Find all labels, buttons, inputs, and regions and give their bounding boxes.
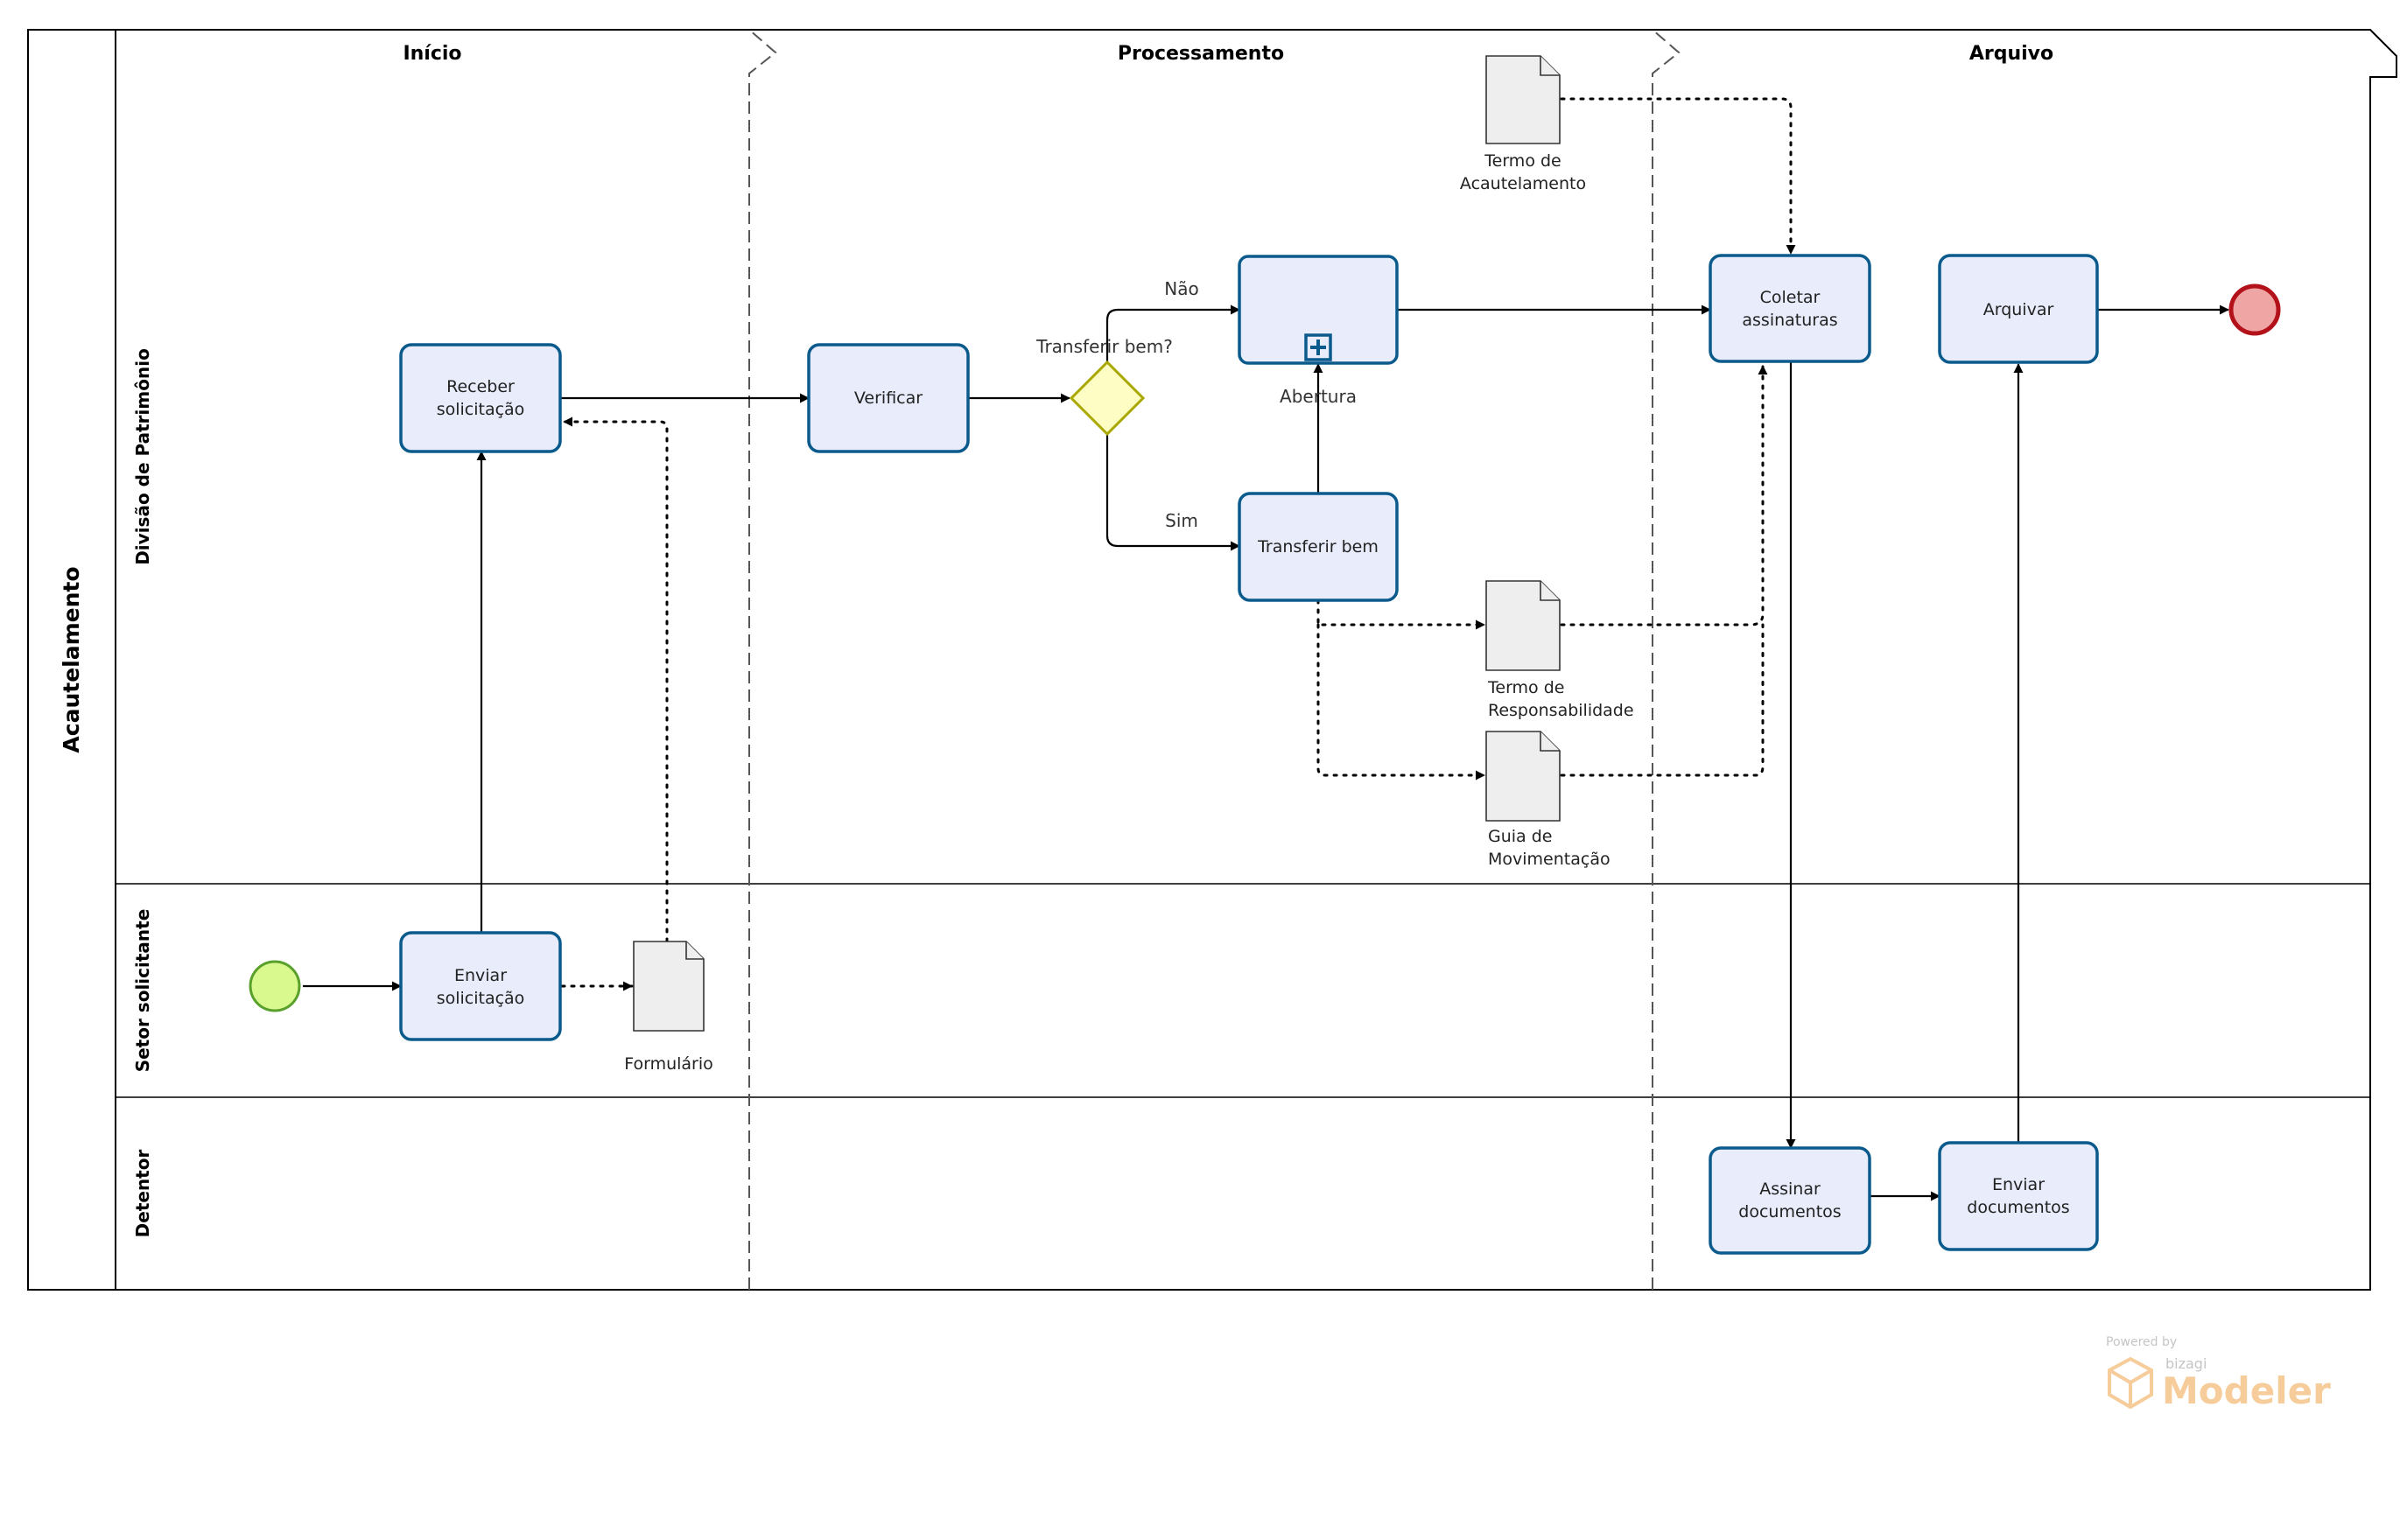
task-transferir-bem[interactable]: Transferir bem	[1238, 492, 1399, 602]
assoc-transferir-termo-responsabilidade	[1316, 598, 1486, 630]
end-event[interactable]	[2228, 284, 2281, 336]
phase-label-arquivo: Arquivo	[1969, 43, 2053, 65]
task-receber-line2: solicitação	[437, 400, 525, 419]
lanes: Divisão de Patrimônio Setor solicitante …	[116, 348, 2370, 1237]
lane-label-detentor: Detentor	[132, 1150, 153, 1238]
phases: Início Processamento Arquivo	[403, 29, 2053, 1290]
document-formulario[interactable]	[633, 941, 705, 1032]
task-assinar-documentos[interactable]: Assinar documentos	[1709, 1146, 1871, 1255]
task-arquivar[interactable]: Arquivar	[1938, 254, 2099, 364]
document-termo-acautelamento[interactable]	[1485, 55, 1561, 144]
task-enviar-solicitacao[interactable]: Enviar solicitação	[399, 931, 562, 1041]
task-receber-solicitacao[interactable]: Receber solicitação	[399, 343, 562, 453]
lane-label-setor: Setor solicitante	[132, 909, 153, 1073]
document-termo-responsabilidade-line1: Termo de	[1487, 678, 1564, 697]
task-enviar-docs-line2: documentos	[1967, 1198, 2069, 1217]
document-guia-movimentacao[interactable]	[1485, 731, 1561, 822]
assoc-transferir-guia	[1316, 623, 1486, 780]
document-guia-line1: Guia de	[1488, 827, 1552, 846]
task-coletar-line1: Coletar	[1760, 288, 1821, 307]
task-arquivar-label: Arquivar	[1983, 300, 2054, 319]
task-verificar[interactable]: Verificar	[807, 343, 970, 453]
task-coletar-assinaturas[interactable]: Coletar assinaturas	[1709, 254, 1871, 363]
task-assinar-line1: Assinar	[1759, 1180, 1821, 1199]
bizagi-logo-icon	[2108, 1356, 2153, 1410]
watermark-product: Modeler	[2162, 1369, 2331, 1412]
sequence-flows	[303, 304, 2229, 1201]
task-enviar-documentos[interactable]: Enviar documentos	[1938, 1141, 2099, 1251]
document-termo-acautelamento-line1: Termo de	[1484, 151, 1561, 171]
gateway-no-label: Não	[1164, 278, 1198, 299]
task-verificar-label: Verificar	[854, 388, 923, 408]
task-enviar-docs-line1: Enviar	[1992, 1175, 2045, 1194]
start-event[interactable]	[249, 960, 301, 1012]
watermark-powered: Powered by	[2106, 1335, 2177, 1349]
lane-label-patrimonio: Divisão de Patrimônio	[132, 348, 153, 565]
assoc-guia-coletar	[1560, 623, 1765, 777]
watermark-brand: bizagi	[2165, 1355, 2207, 1372]
gateway-label: Transferir bem?	[1035, 336, 1173, 357]
flow-gateway-abertura	[1105, 304, 1240, 362]
task-assinar-line2: documentos	[1738, 1202, 1841, 1222]
document-formulario-label: Formulário	[624, 1054, 713, 1074]
document-termo-acautelamento-line2: Acautelamento	[1460, 174, 1586, 193]
subprocess-abertura-label: Abertura	[1280, 386, 1357, 407]
task-enviar-line1: Enviar	[454, 966, 507, 985]
associations	[560, 97, 1796, 991]
pool: Acautelamento	[27, 29, 2397, 1291]
subprocess-abertura[interactable]	[1238, 255, 1399, 365]
gateway-transferir-bem[interactable]	[1069, 360, 1146, 437]
phase-label-inicio: Início	[403, 43, 461, 65]
task-enviar-line2: solicitação	[437, 989, 525, 1008]
flow-gateway-transferir	[1105, 434, 1240, 551]
task-coletar-line2: assinaturas	[1742, 311, 1837, 330]
task-receber-line1: Receber	[446, 377, 515, 396]
assoc-formulario-receber	[562, 416, 669, 943]
pool-label: Acautelamento	[59, 566, 84, 752]
document-termo-responsabilidade-line2: Responsabilidade	[1488, 701, 1634, 720]
document-termo-responsabilidade[interactable]	[1485, 580, 1561, 671]
phase-label-processamento: Processamento	[1118, 43, 1284, 65]
task-transferir-label: Transferir bem	[1257, 537, 1379, 556]
gateway-yes-label: Sim	[1165, 510, 1198, 531]
watermark: Powered by bizagi Modeler	[2106, 1335, 2331, 1412]
assoc-termo-acautelamento-coletar	[1560, 97, 1796, 256]
document-guia-line2: Movimentação	[1488, 850, 1611, 869]
